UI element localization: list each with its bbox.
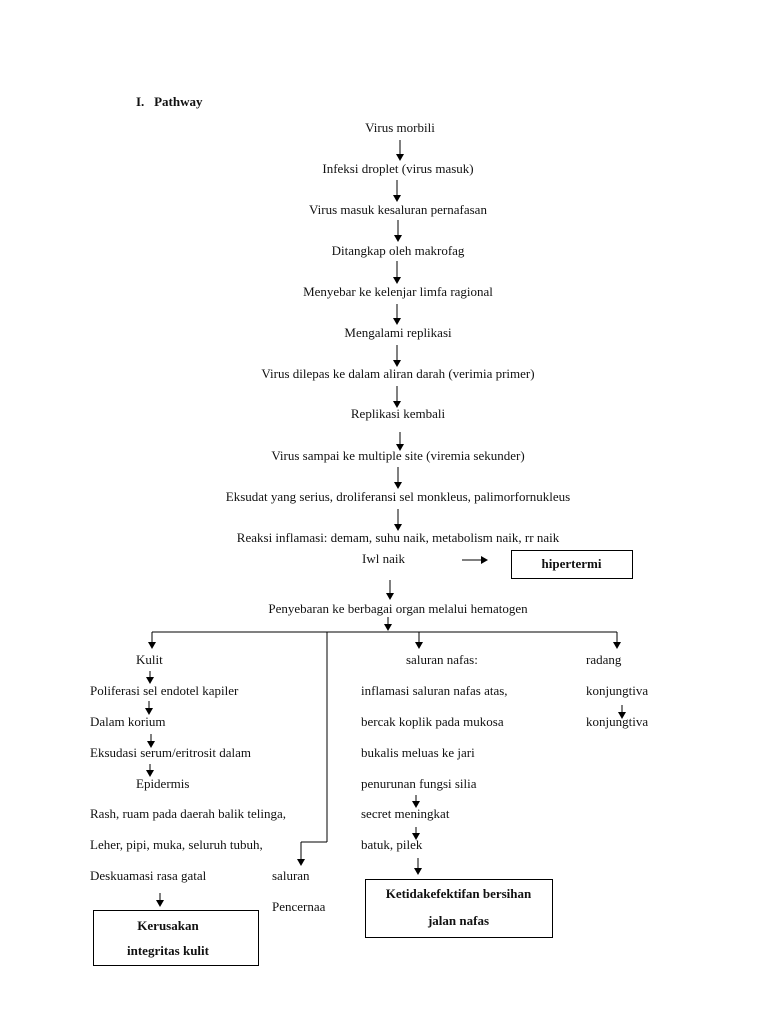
- section-heading: I. Pathway: [136, 94, 203, 110]
- konjungtiva-step: konjungtiva: [586, 714, 649, 729]
- kulit-step: Eksudasi serum/eritrosit dalam: [90, 745, 252, 760]
- branch-title-kulit: Kulit: [136, 652, 163, 667]
- kulit-step: Deskuamasi rasa gatal: [90, 868, 207, 883]
- kulit-step: Poliferasi sel endotel kapiler: [90, 683, 239, 698]
- section-number: I.: [136, 94, 145, 109]
- chain-step: Ditangkap oleh makrofag: [331, 243, 465, 258]
- chain-step: Eksudat yang serius, droliferansi sel mo…: [225, 489, 571, 504]
- nafas-step: batuk, pilek: [361, 837, 423, 852]
- diagnosis-box-nafas: Ketidakefektifan bersihan jalan nafas: [365, 879, 553, 938]
- chain-step: Virus masuk kesaluran pernafasan: [309, 202, 487, 217]
- chain-step: Virus sampai ke multiple site (viremia s…: [271, 448, 525, 463]
- chain-step: Reaksi inflamasi: demam, suhu naik, meta…: [236, 530, 560, 545]
- chain-step: Mengalami replikasi: [344, 325, 452, 340]
- nafas-step: penurunan fungsi silia: [361, 776, 477, 791]
- chain-step: Virus dilepas ke dalam aliran darah (ver…: [261, 366, 535, 381]
- diagnosis-box-kulit: Kerusakan integritas kulit: [93, 910, 259, 966]
- diagnosis-label: integritas kulit: [127, 943, 209, 958]
- konjungtiva-step: radang: [586, 652, 622, 667]
- chain-step: Virus morbili: [365, 120, 435, 135]
- nafas-step: bercak koplik pada mukosa: [361, 714, 504, 729]
- chain-step: Infeksi droplet (virus masuk): [322, 161, 474, 176]
- chain-step: Menyebar ke kelenjar limfa ragional: [303, 284, 493, 299]
- pencernaan-label: Pencernaa: [272, 899, 326, 914]
- diagnosis-box-hipertermi: hipertermi: [511, 550, 633, 579]
- kulit-step: Epidermis: [136, 776, 190, 791]
- diagnosis-label: hipertermi: [541, 556, 602, 571]
- nafas-step: bukalis meluas ke jari: [361, 745, 475, 760]
- nafas-step: inflamasi saluran nafas atas,: [361, 683, 508, 698]
- spread-step: Penyebaran ke berbagai organ melalui hem…: [268, 601, 528, 616]
- kulit-step: Rash, ruam pada daerah balik telinga,: [90, 806, 287, 821]
- section-title: Pathway: [154, 94, 203, 109]
- branch-title-nafas: saluran nafas:: [406, 652, 478, 667]
- chain-step: Replikasi kembali: [350, 406, 446, 421]
- diagnosis-label: jalan nafas: [427, 913, 490, 928]
- pencernaan-label: saluran: [272, 868, 310, 883]
- konjungtiva-step: konjungtiva: [586, 683, 649, 698]
- diagnosis-label: Ketidakefektifan bersihan: [385, 886, 532, 901]
- kulit-step: Leher, pipi, muka, seluruh tubuh,: [90, 837, 263, 852]
- kulit-step: Dalam korium: [90, 714, 166, 729]
- nafas-step: secret meningkat: [361, 806, 450, 821]
- diagnosis-label: Kerusakan: [137, 918, 199, 933]
- chain-step: Iwl naik: [362, 551, 405, 566]
